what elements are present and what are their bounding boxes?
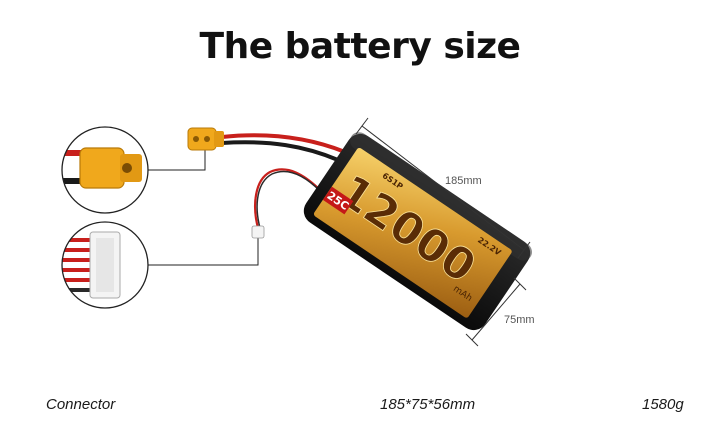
balance-lead xyxy=(254,168,319,229)
connector-spec: Connector xyxy=(46,396,116,413)
connector-leader-line xyxy=(148,150,206,171)
main-red-wire xyxy=(221,133,346,154)
main-black-wire xyxy=(221,140,339,162)
length-dimension xyxy=(355,117,531,259)
balance-connector-zoom-circle xyxy=(61,221,149,309)
xt-connector xyxy=(187,127,224,151)
connector-zoom-circle xyxy=(61,126,149,214)
width-label: 75mm xyxy=(504,314,535,326)
balance-leader-line xyxy=(148,238,259,266)
length-label: 185mm xyxy=(445,175,482,187)
weight-spec: 1580g xyxy=(642,396,684,413)
battery-label xyxy=(313,147,512,318)
page-title: The battery size xyxy=(199,26,521,67)
balance-plug xyxy=(251,225,265,239)
width-dimension xyxy=(465,277,527,347)
size-spec: 185*75*56mm xyxy=(380,396,476,413)
